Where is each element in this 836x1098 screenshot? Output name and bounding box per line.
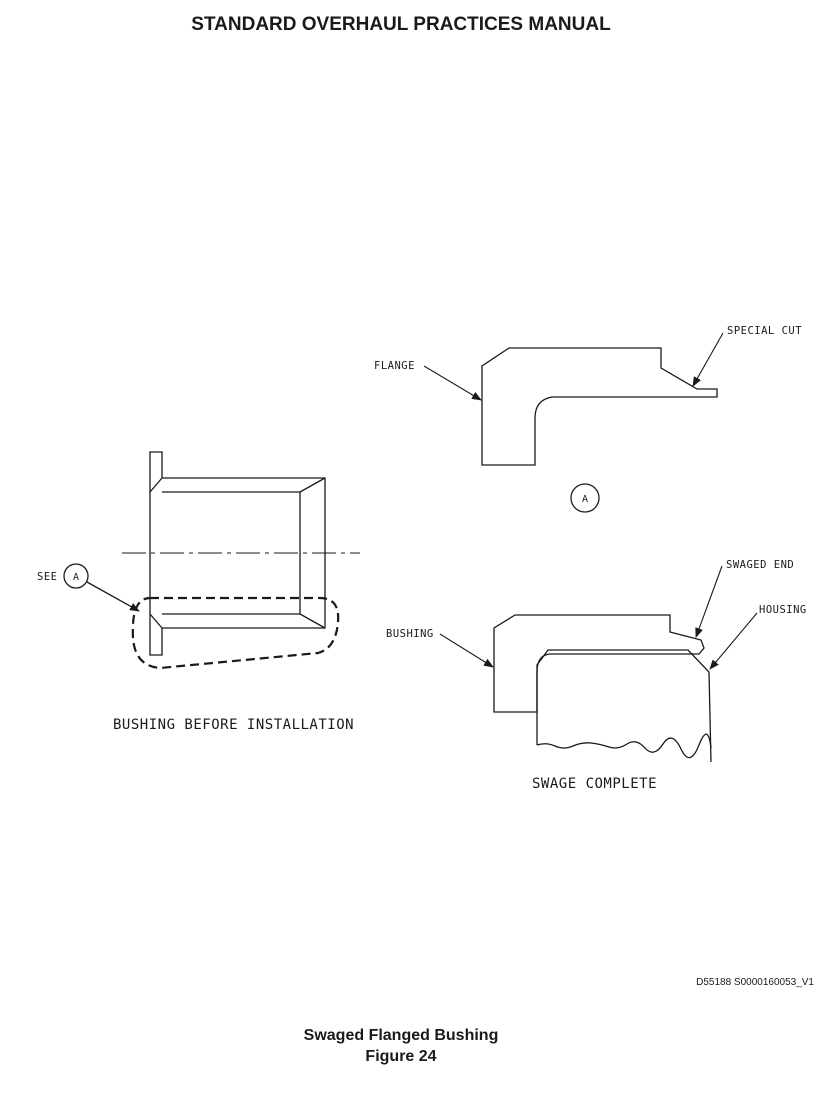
detail-a-marker-letter: A [582,494,588,505]
see-detail-a-marker: A [63,563,89,589]
see-detail-a-leader [86,581,140,612]
swaged-end-label: SWAGED END [726,559,794,571]
flange-label: FLANGE [374,360,415,372]
detail-a-marker: A [570,483,600,513]
swaged-bushing-section [493,614,705,713]
special-cut-leader [692,332,724,387]
swaged-end-leader [695,565,723,638]
figure-title: Swaged Flanged Bushing [303,1027,499,1044]
housing-break-line [536,733,712,759]
bushing-label: BUSHING [386,628,434,640]
bushing-leader [439,633,494,668]
page-header-title: STANDARD OVERHAUL PRACTICES MANUAL [191,14,611,35]
caption-bushing-before-installation: BUSHING BEFORE INSTALLATION [113,717,354,733]
swage-complete-view [493,614,712,763]
see-label: SEE [37,571,57,583]
flange-leader [423,365,482,401]
drawing-reference-code: D55188 S0000160053_V1 [696,977,814,988]
housing-label: HOUSING [759,604,807,616]
special-cut-label: SPECIAL CUT [727,325,802,337]
caption-swage-complete: SWAGE COMPLETE [532,776,657,792]
bushing-before-installation-view [149,451,326,656]
housing-leader [709,612,758,670]
detail-a-region-outline [131,596,340,670]
housing-section [536,649,712,763]
detail-a-flange-section [481,347,718,466]
figure-number: Figure 24 [365,1048,437,1065]
see-detail-a-letter: A [73,572,79,583]
